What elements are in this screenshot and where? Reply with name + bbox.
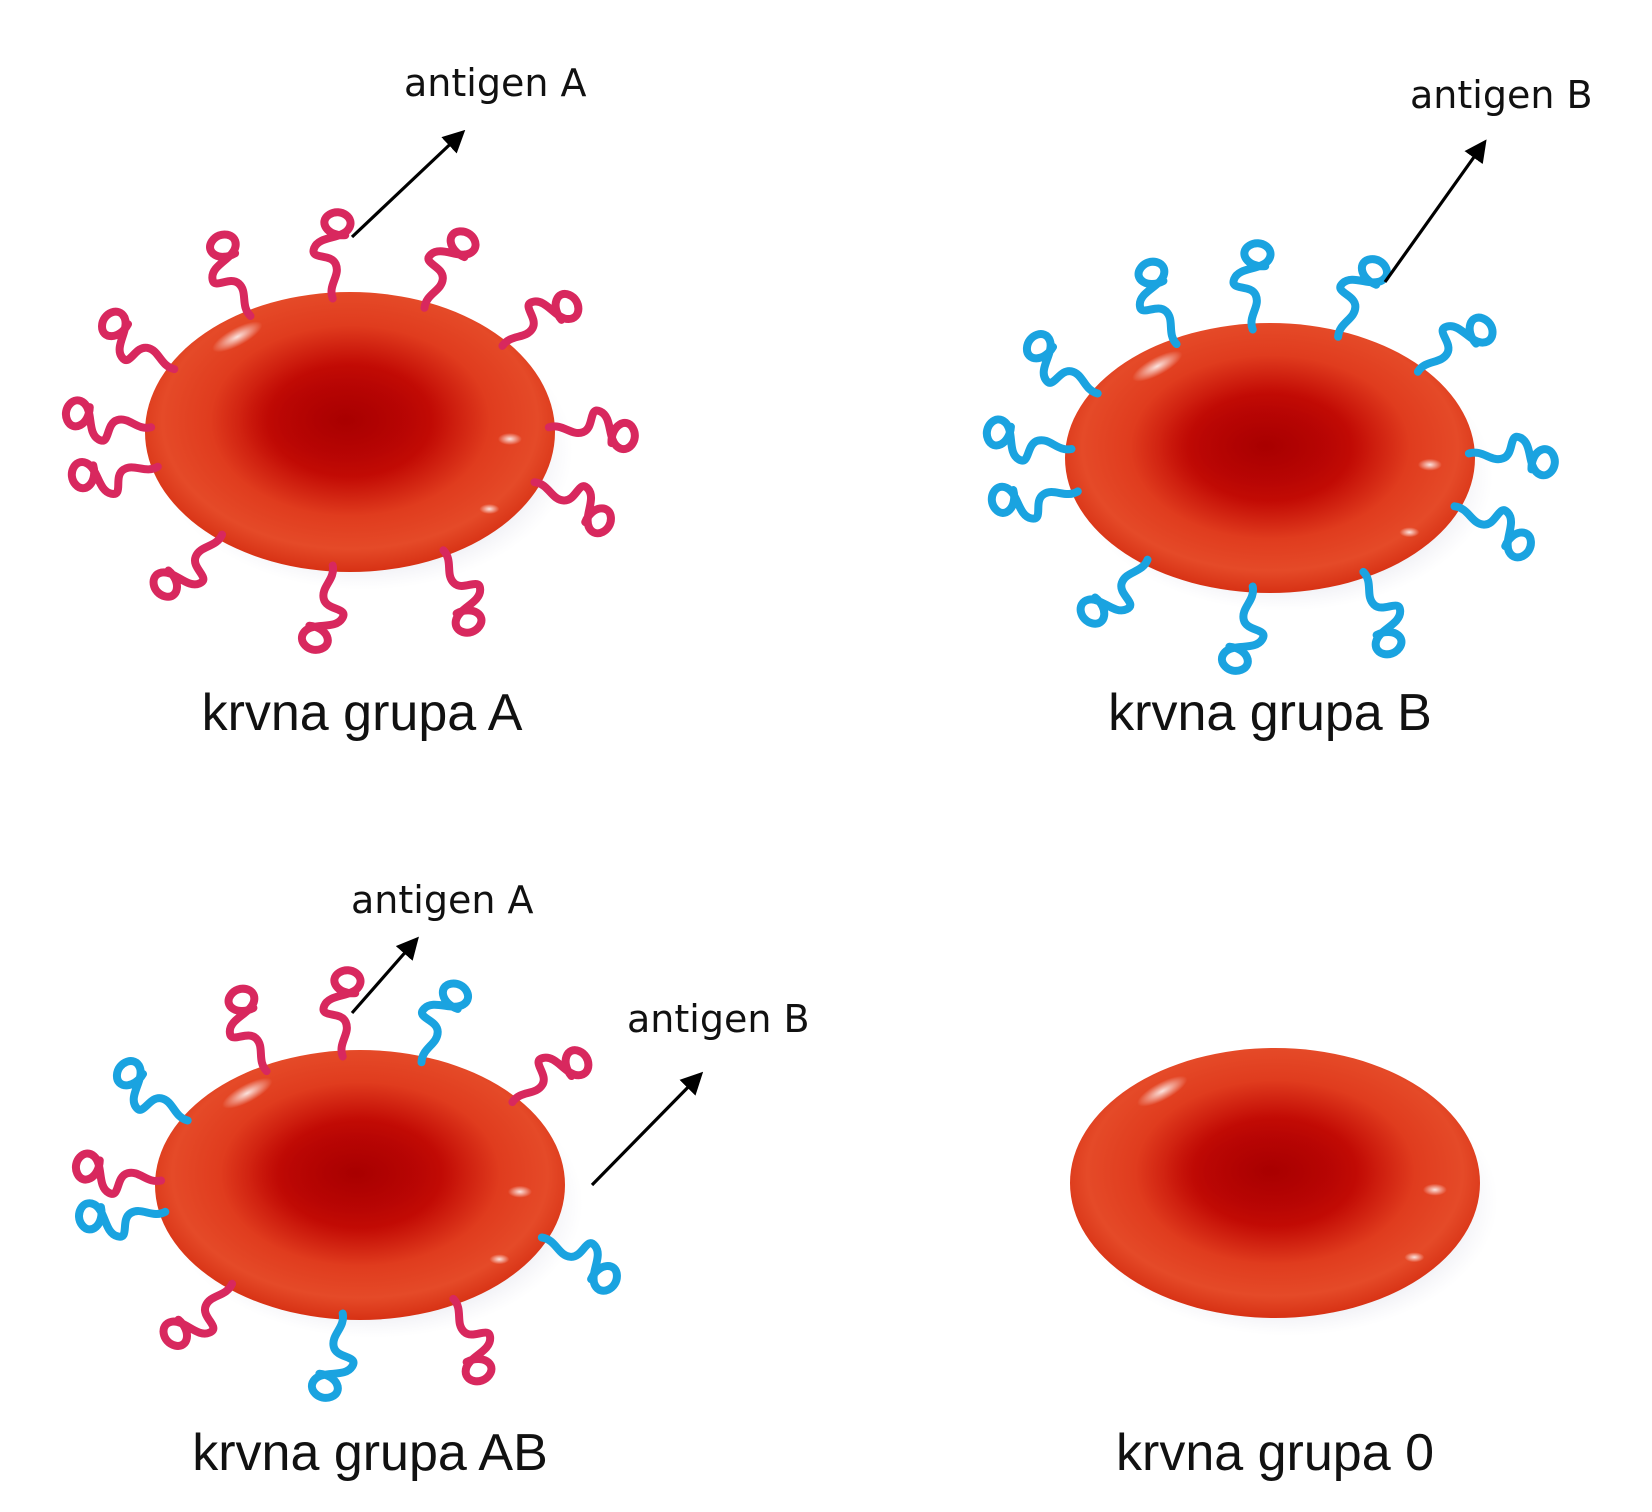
antigen-a-icon xyxy=(298,561,348,654)
antigen-a-icon xyxy=(449,1294,496,1386)
cell-highlight xyxy=(1399,527,1420,538)
antigen-b-icon xyxy=(1022,330,1102,398)
antigen-b-icon xyxy=(1218,582,1268,675)
antigen-b-icon xyxy=(1229,239,1275,334)
cell-highlight xyxy=(212,321,263,353)
antigen-b-icon xyxy=(417,979,472,1067)
cell-dimple xyxy=(1163,1110,1377,1232)
antigen-b-icon xyxy=(75,1199,170,1241)
panel-blood-group-b: antigen B krvna grupa B xyxy=(982,73,1593,742)
antigen-a-icon xyxy=(420,227,480,312)
antigen-a-icon xyxy=(319,966,365,1061)
antigen-b-icon xyxy=(987,482,1082,523)
arrow-antigen-a xyxy=(350,129,466,239)
antigen-b-icon xyxy=(1413,313,1497,376)
antigen-b-icon xyxy=(982,415,1076,465)
antigen-b-icon xyxy=(537,1233,621,1295)
antigen-a-icon xyxy=(98,307,179,374)
cell-highlight xyxy=(1417,458,1442,471)
antigen-b-icon xyxy=(1464,432,1559,480)
antigen-b-icon xyxy=(1076,555,1152,628)
antigen-a-icon xyxy=(498,290,583,350)
red-blood-cell-icon xyxy=(145,292,573,590)
antigen-a-icon xyxy=(206,230,255,320)
red-blood-cell-icon xyxy=(1065,323,1493,611)
panel-blood-group-ab: antigen A antigen B krvna grupa AB xyxy=(72,878,810,1482)
antigen-group xyxy=(982,239,1559,675)
antigen-b-icon xyxy=(308,1309,358,1402)
caption-blood-group-ab: krvna grupa AB xyxy=(192,1424,548,1482)
cell-highlight xyxy=(507,1185,532,1198)
antigen-a-icon xyxy=(149,530,227,601)
antigen-a-label: antigen A xyxy=(351,878,534,922)
cell-highlight xyxy=(222,1077,273,1109)
antigen-a-icon xyxy=(309,208,355,303)
antigen-a-icon xyxy=(159,1279,237,1350)
arrow-antigen-b xyxy=(1383,139,1487,283)
antigen-a-icon xyxy=(224,984,271,1076)
antigen-b-icon xyxy=(112,1057,192,1125)
antigen-a-icon xyxy=(72,1149,166,1198)
antigen-a-label: antigen A xyxy=(404,61,587,105)
cell-dimple xyxy=(1158,385,1372,507)
caption-blood-group-b: krvna grupa B xyxy=(1108,684,1432,742)
antigen-a-icon xyxy=(530,478,615,538)
cell-highlight xyxy=(497,433,522,445)
caption-blood-group-0: krvna grupa 0 xyxy=(1116,1424,1434,1482)
antigen-a-icon xyxy=(439,546,486,637)
cell-highlight xyxy=(1422,1183,1447,1196)
antigen-b-icon xyxy=(1359,567,1406,659)
red-blood-cell-icon xyxy=(155,1050,583,1338)
arrow-antigen-a xyxy=(350,936,419,1015)
antigen-b-label: antigen B xyxy=(627,997,810,1041)
cell-dimple xyxy=(248,1112,462,1234)
antigen-a-icon xyxy=(544,406,639,453)
antigen-b-icon xyxy=(1334,255,1391,341)
antigen-b-icon xyxy=(1450,502,1535,562)
arrow-antigen-b xyxy=(590,1071,704,1187)
antigen-a-icon xyxy=(67,458,162,498)
cell-highlight xyxy=(1137,1075,1188,1107)
antigen-group xyxy=(62,208,639,654)
antigen-b-label: antigen B xyxy=(1410,73,1593,117)
red-blood-cell-icon xyxy=(1070,1048,1498,1336)
cell-highlight xyxy=(489,1254,510,1265)
antigen-group xyxy=(72,966,621,1402)
cell-highlight xyxy=(1404,1252,1425,1263)
cell-dimple xyxy=(238,357,452,483)
caption-blood-group-a: krvna grupa A xyxy=(202,684,523,742)
cell-highlight xyxy=(1132,350,1183,382)
cell-highlight xyxy=(479,504,500,514)
antigen-a-icon xyxy=(62,396,156,445)
panel-blood-group-0: krvna grupa 0 xyxy=(1070,1048,1498,1482)
antigen-b-icon xyxy=(1134,257,1181,349)
antigen-a-icon xyxy=(508,1046,593,1107)
panel-blood-group-a: antigen A krvna grupa A xyxy=(62,61,639,742)
